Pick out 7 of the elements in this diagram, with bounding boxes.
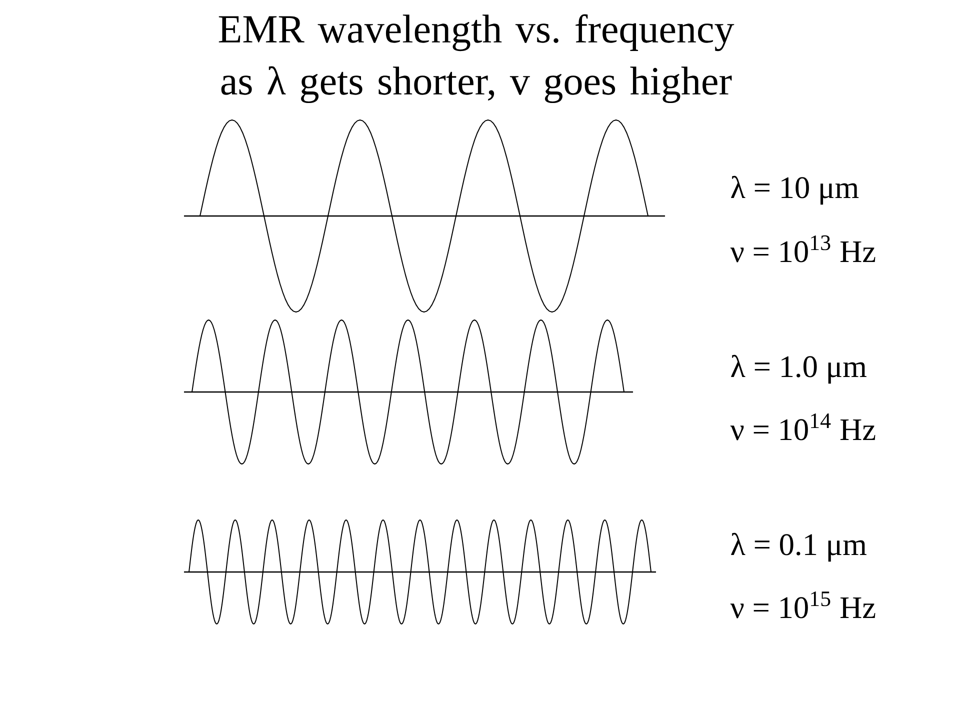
frequency-label: ν = 10$^{13}$ Hz — [730, 235, 876, 262]
frequency-label: ν = 10$^{14}$ Hz — [730, 413, 876, 440]
title: EMR wavelength vs. frequency as λ gets shorter, v goes higher — [218, 14, 734, 104]
wavelength-label: λ = 1.0 μm — [731, 354, 866, 384]
wavelength-label: λ = 0.1 μm — [731, 532, 866, 562]
wavelength-label: λ = 10 μm — [731, 176, 859, 205]
frequency-label: ν = 10$^{15}$ Hz — [730, 591, 876, 618]
